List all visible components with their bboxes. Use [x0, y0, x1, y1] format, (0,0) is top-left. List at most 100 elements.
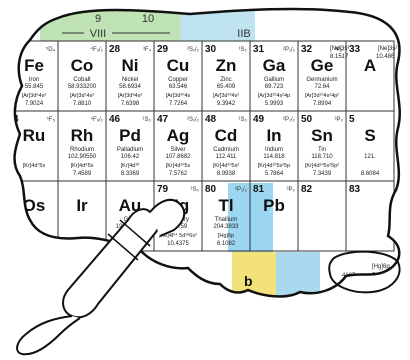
brush-tail	[16, 315, 81, 356]
ionization-energy: 7.9024	[25, 101, 44, 107]
electron-config: [Ar]3d¹⁰4s²4p	[258, 92, 290, 99]
ground-state: ²S₁/₂	[187, 117, 200, 123]
atomic-mass: 63.546	[169, 84, 188, 90]
atomic-mass: 106.42	[121, 154, 140, 160]
element-name: Nickel	[122, 77, 138, 83]
electron-config: [Hg]6p	[218, 233, 234, 239]
ground-state: ²P₁/₂	[283, 117, 296, 123]
ground-state: ¹S₀	[239, 47, 248, 53]
top-right-mass-1: 8.1517	[330, 54, 349, 60]
atomic-mass: 102.90550	[68, 154, 97, 160]
ground-state: ⁴F₉/₂	[90, 46, 103, 53]
ionization-energy: 9.3942	[217, 101, 236, 107]
ionization-energy: 7.6398	[121, 101, 140, 107]
ground-state: ²P₁/₂	[283, 47, 296, 53]
atomic-number: 5	[349, 114, 355, 125]
ground-state: ³P₀	[335, 117, 344, 123]
element-symbol: Os	[23, 196, 46, 215]
ground-state: ¹S₀	[191, 187, 200, 193]
element-symbol: Ni	[122, 56, 139, 75]
floating-patch-outline	[328, 250, 401, 294]
electron-config: [Kr]4d⁷5s	[23, 162, 46, 169]
blue-block	[276, 252, 320, 297]
element-name: Tin	[318, 147, 326, 153]
ionization-energy: 10.4375	[167, 241, 189, 247]
element-name: Gallium	[264, 77, 284, 83]
element-name: Silver	[170, 147, 185, 153]
atomic-number: 29	[157, 44, 169, 55]
atomic-number: 32	[301, 44, 313, 55]
electron-config: [Kr]4d¹⁰	[121, 162, 141, 169]
brush-ferrule-line-2	[107, 233, 139, 261]
bottom-right-conf: [Hg]6p	[372, 264, 390, 270]
electron-config: [Kr]4d¹⁰5s²	[213, 162, 240, 169]
element-symbol: Tl	[218, 196, 233, 215]
element-name: Rhodium	[70, 147, 94, 153]
electron-config: [Kr]4d¹⁰5s²5p	[258, 162, 290, 169]
element-name: Indium	[265, 147, 283, 153]
atomic-number: 31	[253, 44, 265, 55]
atomic-number: 33	[349, 44, 361, 55]
brush-ferrule-line	[119, 219, 151, 247]
element-name: Zinc	[220, 77, 231, 83]
element-name: Palladium	[117, 147, 143, 153]
electron-config: [Ar]3d¹⁰4s	[166, 92, 191, 99]
element-symbol: Co	[71, 56, 94, 75]
element-cell: 33A	[345, 40, 395, 112]
atomic-mass: 69.723	[265, 84, 284, 90]
element-symbol: Ru	[23, 126, 46, 145]
atomic-number: 83	[349, 184, 361, 195]
ground-state: ²S₁/₂	[187, 47, 200, 53]
ionization-energy: 7.5762	[169, 171, 188, 177]
ionization-energy: 7.7264	[169, 101, 188, 107]
atomic-mass: 72.64	[314, 84, 330, 90]
ionization-energy: 8.3369	[121, 171, 140, 177]
electron-config: [Ar]3d⁷4s²	[70, 92, 94, 99]
element-symbol: Ag	[167, 126, 190, 145]
group-iib-label: IIB	[237, 28, 250, 40]
atomic-mass: 55.845	[25, 84, 44, 90]
electron-config: [Kr]4d¹⁰5s²5p²	[305, 162, 339, 169]
atomic-number: 47	[157, 114, 169, 125]
ionization-energy: 8.6084	[361, 171, 380, 177]
atomic-number: 50	[301, 114, 313, 125]
electron-config: [Ar]3d⁶4s²	[22, 92, 47, 99]
atomic-number: 48	[205, 114, 217, 125]
ground-state: ²P₁/₂	[235, 187, 248, 193]
atomic-number: 30	[205, 44, 217, 55]
element-name: Germanium	[306, 77, 337, 83]
element-symbol: Zn	[216, 56, 237, 75]
element-symbol: A	[364, 56, 376, 75]
atomic-mass: 112.411	[216, 154, 237, 160]
atomic-mass: 204.3833	[213, 224, 239, 230]
element-symbol: S	[364, 126, 375, 145]
ionization-energy: 6.1082	[217, 241, 236, 247]
group-viii-label: VIII	[90, 28, 107, 40]
element-symbol: Sn	[311, 126, 333, 145]
element-name: Iron	[29, 77, 39, 83]
atomic-number: 49	[253, 114, 265, 125]
yellow-block	[232, 252, 276, 297]
element-symbol: Cu	[167, 56, 190, 75]
ionization-energy: 7.8994	[313, 101, 332, 107]
atomic-mass: 107.8682	[165, 154, 191, 160]
ground-state: ¹S₀	[239, 117, 248, 123]
atomic-mass: 114.818	[263, 154, 285, 160]
element-symbol: Ge	[311, 56, 334, 75]
element-name: Copper	[168, 77, 188, 83]
ground-state: ⁵F₅	[46, 116, 55, 123]
ground-state: ³F₄	[143, 47, 152, 53]
ground-state: ³P₀	[335, 47, 344, 53]
element-symbol: Pd	[119, 126, 141, 145]
group-9-label: 9	[95, 13, 101, 25]
electron-config: [Xe]4f¹⁴ 5d¹⁰6s²	[159, 232, 197, 239]
ionization-energy: 5.9993	[265, 101, 284, 107]
element-name: Cadmium	[213, 147, 239, 153]
